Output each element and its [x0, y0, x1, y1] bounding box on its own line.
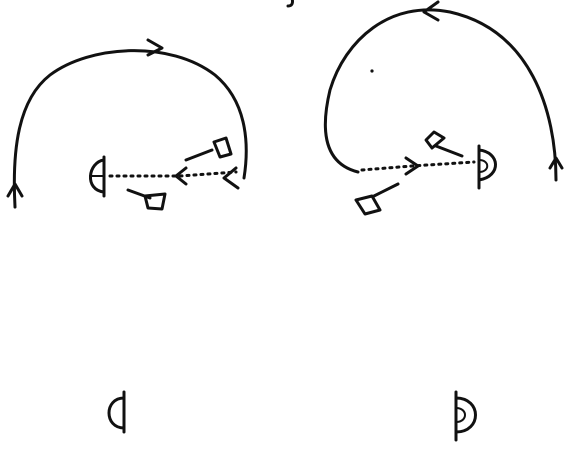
double-half-circle-marker-icon — [456, 392, 476, 440]
small-figure-icon — [186, 138, 231, 160]
half-circle-marker-icon — [109, 392, 124, 432]
small-figure-icon — [356, 184, 398, 214]
bottom-right-marker — [456, 392, 476, 440]
pen-mark — [288, 0, 293, 6]
small-figure-icon — [128, 190, 165, 209]
half-circle-marker-icon — [90, 157, 104, 196]
left-panel — [8, 40, 246, 209]
right-panel — [325, 2, 562, 214]
left-curved-path — [14, 51, 246, 207]
bottom-left-marker — [109, 392, 124, 432]
left-dotted-path — [110, 172, 236, 176]
pen-dot — [370, 69, 373, 72]
right-curved-path — [325, 10, 556, 180]
double-half-circle-marker-icon — [479, 146, 496, 188]
small-figure-icon — [426, 132, 462, 156]
